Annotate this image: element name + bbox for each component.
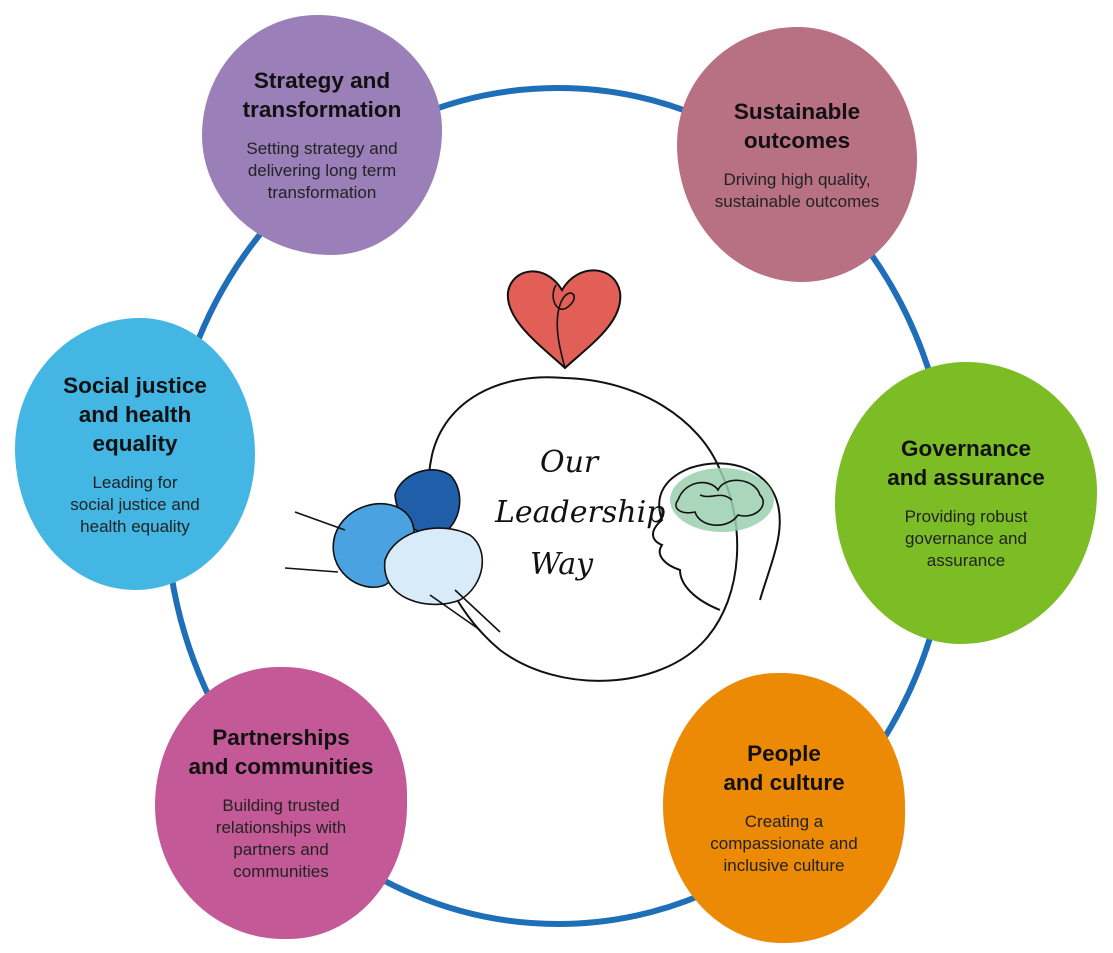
node-social-justice: Social justice and health equality Leadi…: [15, 318, 255, 590]
hand-light-blue: [384, 527, 484, 606]
node-strategy-desc: Setting strategy and delivering long ter…: [246, 139, 398, 202]
node-governance: Governance and assurance Providing robus…: [835, 362, 1097, 644]
node-people: People and culture Creating a compassion…: [663, 673, 905, 943]
heart-icon: [506, 269, 622, 370]
heart-loop: [552, 284, 575, 369]
node-sustainable: Sustainable outcomes Driving high qualit…: [677, 27, 917, 282]
node-strategy: Strategy and transformation Setting stra…: [202, 15, 442, 255]
node-people-desc: Creating a compassionate and inclusive c…: [710, 812, 858, 875]
node-strategy-title: Strategy and transformation: [242, 68, 402, 122]
center-title-line3: Way: [530, 547, 594, 582]
node-governance-desc: Providing robust governance and assuranc…: [904, 507, 1028, 570]
head-profile: [652, 462, 781, 611]
node-sustainable-desc: Driving high quality, sustainable outcom…: [714, 169, 880, 211]
node-partnerships-desc: Building trusted relationships with part…: [215, 796, 347, 881]
node-social-justice-desc: Leading for social justice and health eq…: [70, 472, 200, 536]
node-partnerships-title: Partnerships and communities: [188, 725, 374, 779]
node-people-title: People and culture: [723, 741, 845, 795]
node-sustainable-title: Sustainable outcomes: [733, 98, 861, 153]
center-title-line2: Leadership: [494, 495, 665, 530]
center-title-line1: Our: [540, 445, 600, 480]
brain-squiggle: [675, 479, 764, 526]
node-partnerships: Partnerships and communities Building tr…: [155, 667, 407, 939]
brain-icon: [670, 468, 774, 532]
node-governance-title: Governance and assurance: [887, 436, 1045, 490]
node-social-justice-title: Social justice and health equality: [63, 372, 207, 456]
arm-lines: [284, 511, 501, 633]
center-outline: [426, 376, 739, 682]
